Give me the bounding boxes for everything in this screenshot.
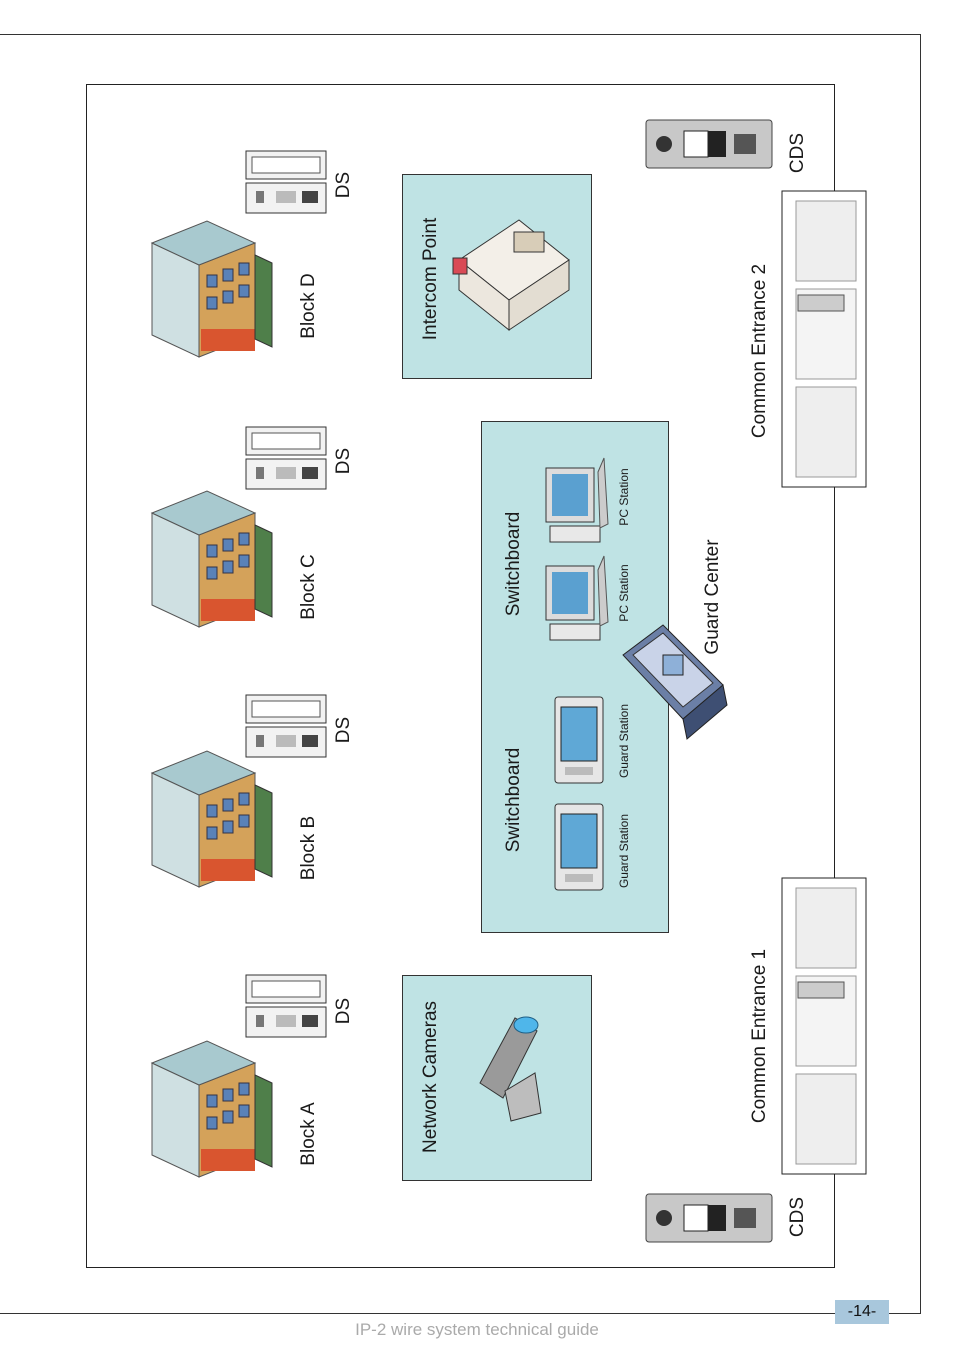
common-entrance-1-gate-icon: [781, 877, 867, 1175]
network-camera-icon: [479, 1016, 542, 1122]
page-number-badge: -14-: [835, 1300, 889, 1324]
guard-station-2-icon: [554, 803, 604, 891]
footer-text: IP-2 wire system technical guide: [355, 1320, 599, 1339]
door-station-a-icon: [245, 974, 327, 1038]
page-frame-bottom: [0, 1313, 921, 1314]
common-entrance-1-label: Common Entrance 1: [749, 948, 770, 1124]
ds-label-d: DS: [333, 171, 354, 199]
block-a-label: Block A: [298, 1102, 319, 1166]
guard-center-label: Guard Center: [702, 539, 723, 655]
block-c-label: Block C: [298, 554, 319, 620]
cds-bottom-label: CDS: [787, 1196, 808, 1238]
cds-top-label: CDS: [787, 132, 808, 174]
building-block-a-icon: [151, 1040, 273, 1178]
ds-label-a: DS: [333, 997, 354, 1025]
pc-station-1-icon: [545, 457, 609, 543]
ds-label-b: DS: [333, 716, 354, 744]
door-station-d-icon: [245, 150, 327, 214]
building-block-b-icon: [151, 750, 273, 888]
pc-station-2-label: PC Station: [617, 564, 631, 622]
switchboard-right-label: Switchboard: [503, 511, 524, 617]
guard-station-2-label: Guard Station: [617, 813, 631, 889]
block-b-label: Block B: [298, 815, 319, 881]
pc-station-2-icon: [545, 555, 609, 641]
guard-center-booth-icon: [622, 624, 728, 740]
pc-station-1-label: PC Station: [617, 468, 631, 526]
building-block-c-icon: [151, 490, 273, 628]
system-diagram: Block D Block C Block B Block A DS DS DS…: [86, 84, 867, 1268]
ds-label-c: DS: [333, 447, 354, 475]
intercom-house-icon: [452, 219, 570, 332]
block-d-label: Block D: [298, 273, 319, 339]
network-cameras-title: Network Cameras: [420, 1000, 441, 1154]
common-entrance-2-gate-icon: [781, 190, 867, 488]
page-frame-right: [920, 34, 921, 1314]
door-station-c-icon: [245, 426, 327, 490]
common-entrance-2-label: Common Entrance 2: [749, 263, 770, 439]
switchboard-left-label: Switchboard: [503, 747, 524, 853]
building-block-d-icon: [151, 220, 273, 358]
cds-top-icon: [645, 119, 773, 169]
guard-station-1-icon: [554, 696, 604, 784]
page-frame-top: [0, 34, 921, 35]
cds-bottom-icon: [645, 1193, 773, 1243]
intercom-point-title: Intercom Point: [420, 217, 441, 341]
door-station-b-icon: [245, 694, 327, 758]
